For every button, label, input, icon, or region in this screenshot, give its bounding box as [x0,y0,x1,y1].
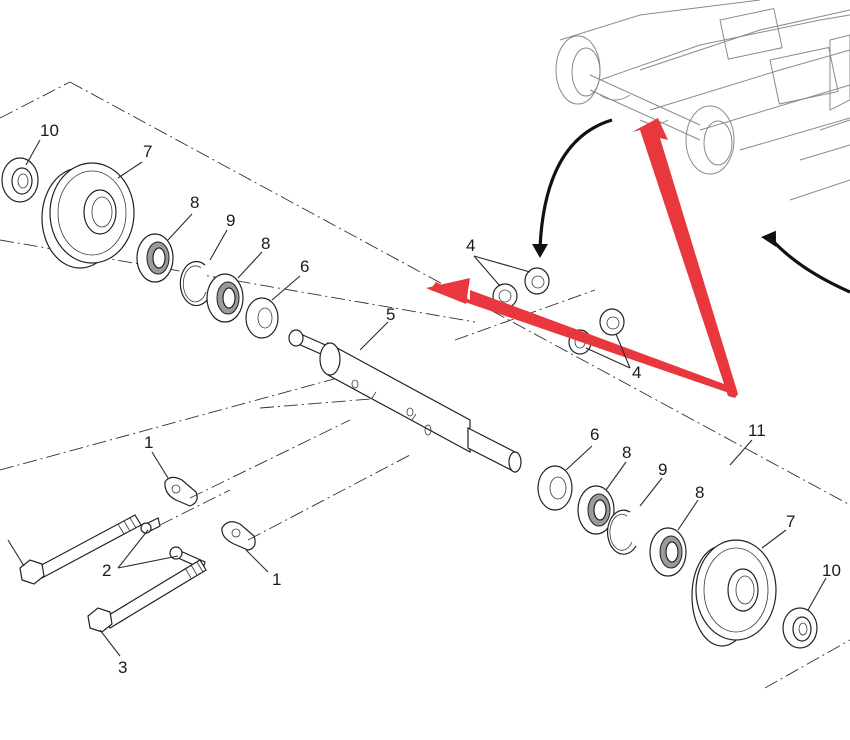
right-roller-7 [691,539,777,647]
left-washer-6 [245,297,279,339]
left-seal-8a [136,233,174,283]
callout-6-left: 6 [300,257,309,276]
left-bearing-10 [1,157,39,203]
right-seal-8b [649,527,687,577]
right-bearing-10 [782,607,818,649]
leader-lines [7,139,827,657]
callout-8-left-b: 8 [261,234,270,253]
callout-8-right-b: 8 [695,483,704,502]
callout-4-lower: 4 [632,363,641,382]
callout-6-right: 6 [590,425,599,444]
callout-7-left: 7 [143,142,152,161]
callout-8-left-a: 8 [190,193,199,212]
screw-2-upper [140,517,161,534]
shaft-5 [288,329,522,473]
block-4-lower-right [599,308,625,336]
callout-11-assembly: 11 [748,421,766,440]
block-4-upper-right [524,267,550,295]
callout-2-screws: 2 [102,561,111,580]
callout-1-upper: 1 [144,433,153,452]
plate-1-right [221,521,256,551]
callout-10-left: 10 [40,121,59,140]
right-seal-8a [577,485,615,535]
callout-9-left: 9 [226,211,235,230]
callout-labels: 10 7 8 9 8 6 5 4 4 6 8 9 8 7 10 11 1 1 2… [40,121,841,677]
red-arrows [426,118,738,398]
bolt-3-upper [19,514,142,585]
callout-5-shaft: 5 [386,305,395,324]
black-arrows [532,118,850,294]
callout-3-bolts: 3 [118,658,127,677]
callout-7-right: 7 [786,512,795,531]
bolt-3-lower [87,559,207,633]
left-snap-ring-9 [179,260,211,307]
callout-4-upper: 4 [466,236,475,255]
callout-1-lower: 1 [272,570,281,589]
callout-8-right-a: 8 [622,443,631,462]
right-washer-6 [537,465,573,511]
right-snap-ring-9 [607,509,637,555]
left-roller-7 [41,162,135,269]
left-seal-8b [206,273,244,323]
machine-inset [555,0,850,201]
callout-9-right: 9 [658,460,667,479]
alignment-lines [159,419,411,541]
plate-1-left [164,476,198,507]
callout-10-right: 10 [822,561,841,580]
